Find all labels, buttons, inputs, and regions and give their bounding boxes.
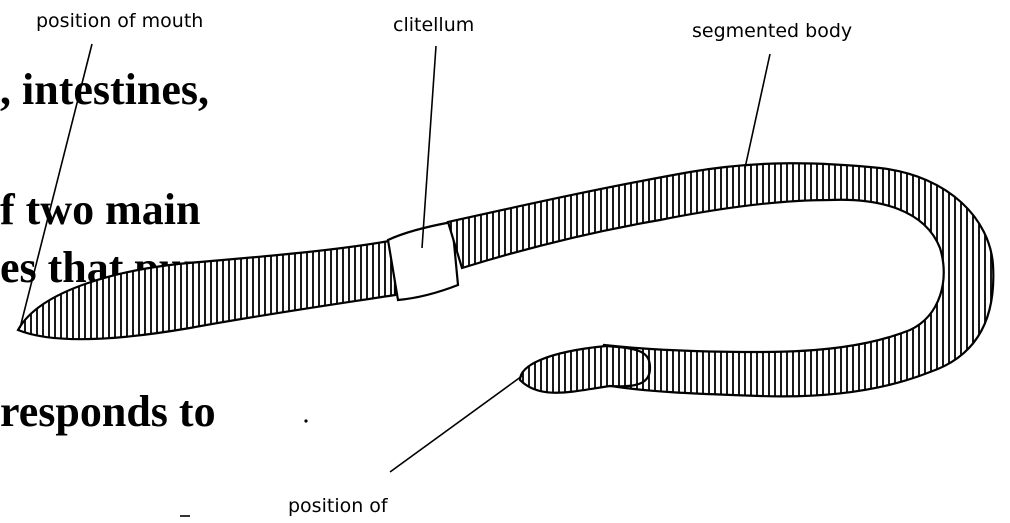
leader-line-segmented-body [745, 54, 770, 168]
posterior-tail [520, 346, 650, 393]
label-segmented-body: segmented body [692, 22, 852, 41]
label-position-of-anus: position of [288, 497, 388, 516]
leader-line-anus [390, 376, 522, 472]
label-clitellum: clitellum [393, 16, 474, 35]
anterior-body [18, 240, 395, 339]
leader-line-clitellum [422, 46, 436, 248]
label-position-of-mouth: position of mouth [36, 12, 203, 31]
period-dot [304, 419, 307, 422]
midbody [448, 163, 993, 396]
